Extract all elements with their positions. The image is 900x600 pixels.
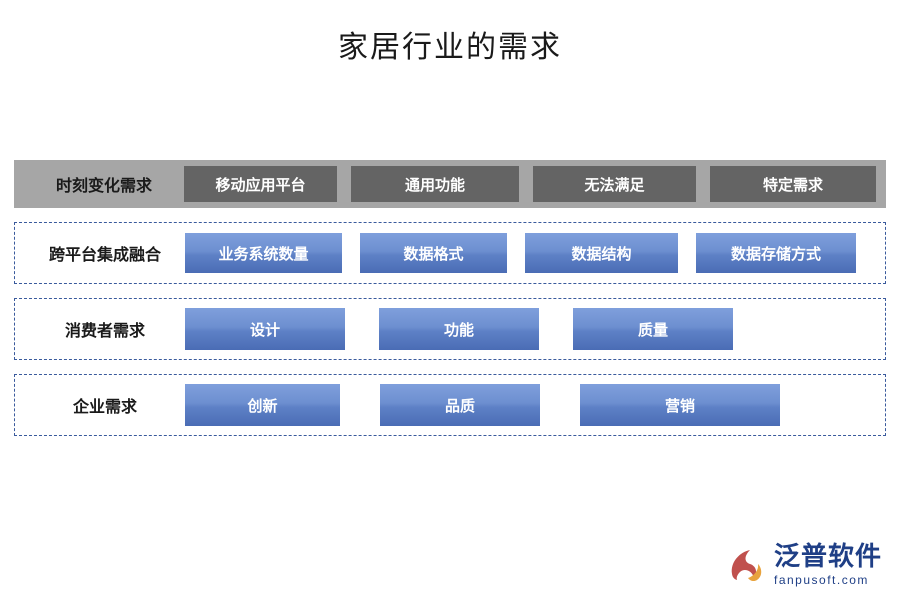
node-innovation[interactable]: 创新	[185, 384, 340, 426]
requirements-diagram: 时刻变化需求 移动应用平台 通用功能 无法满足 特定需求 跨平台集成融合 业务系…	[14, 160, 886, 450]
node-mobile-platform[interactable]: 移动应用平台	[184, 166, 337, 202]
logo-name-en: fanpusoft.com	[773, 573, 869, 587]
node-function[interactable]: 功能	[379, 308, 539, 350]
node-data-format[interactable]: 数据格式	[360, 233, 507, 273]
logo-name-cn: 泛普软件	[773, 542, 882, 572]
node-cannot-satisfy[interactable]: 无法满足	[533, 166, 696, 202]
node-marketing[interactable]: 营销	[580, 384, 780, 426]
node-business-system-count[interactable]: 业务系统数量	[185, 233, 342, 273]
diagram-row-cross-platform: 跨平台集成融合 业务系统数量 数据格式 数据结构 数据存储方式	[14, 222, 886, 284]
flame-swirl-icon	[726, 544, 768, 586]
node-data-storage[interactable]: 数据存储方式	[696, 233, 856, 273]
logo-text: 泛普软件 fanpusoft.com	[774, 544, 882, 586]
row-label: 跨平台集成融合	[48, 245, 161, 264]
node-design[interactable]: 设计	[185, 308, 345, 350]
node-quality[interactable]: 质量	[573, 308, 733, 350]
diagram-row-time-changing: 时刻变化需求 移动应用平台 通用功能 无法满足 特定需求	[14, 160, 886, 208]
node-specific-demand[interactable]: 特定需求	[710, 166, 876, 202]
node-general-function[interactable]: 通用功能	[351, 166, 519, 202]
row-label: 消费者需求	[64, 321, 145, 340]
page-title: 家居行业的需求	[338, 30, 562, 65]
node-品质[interactable]: 品质	[380, 384, 540, 426]
row-label: 时刻变化需求	[55, 176, 152, 195]
node-data-structure[interactable]: 数据结构	[525, 233, 678, 273]
diagram-row-consumer-demand: 消费者需求 设计 功能 质量	[14, 298, 886, 360]
row-label: 企业需求	[72, 397, 137, 416]
diagram-row-enterprise-demand: 企业需求 创新 品质 营销	[14, 374, 886, 436]
brand-logo: 泛普软件 fanpusoft.com	[726, 544, 882, 586]
